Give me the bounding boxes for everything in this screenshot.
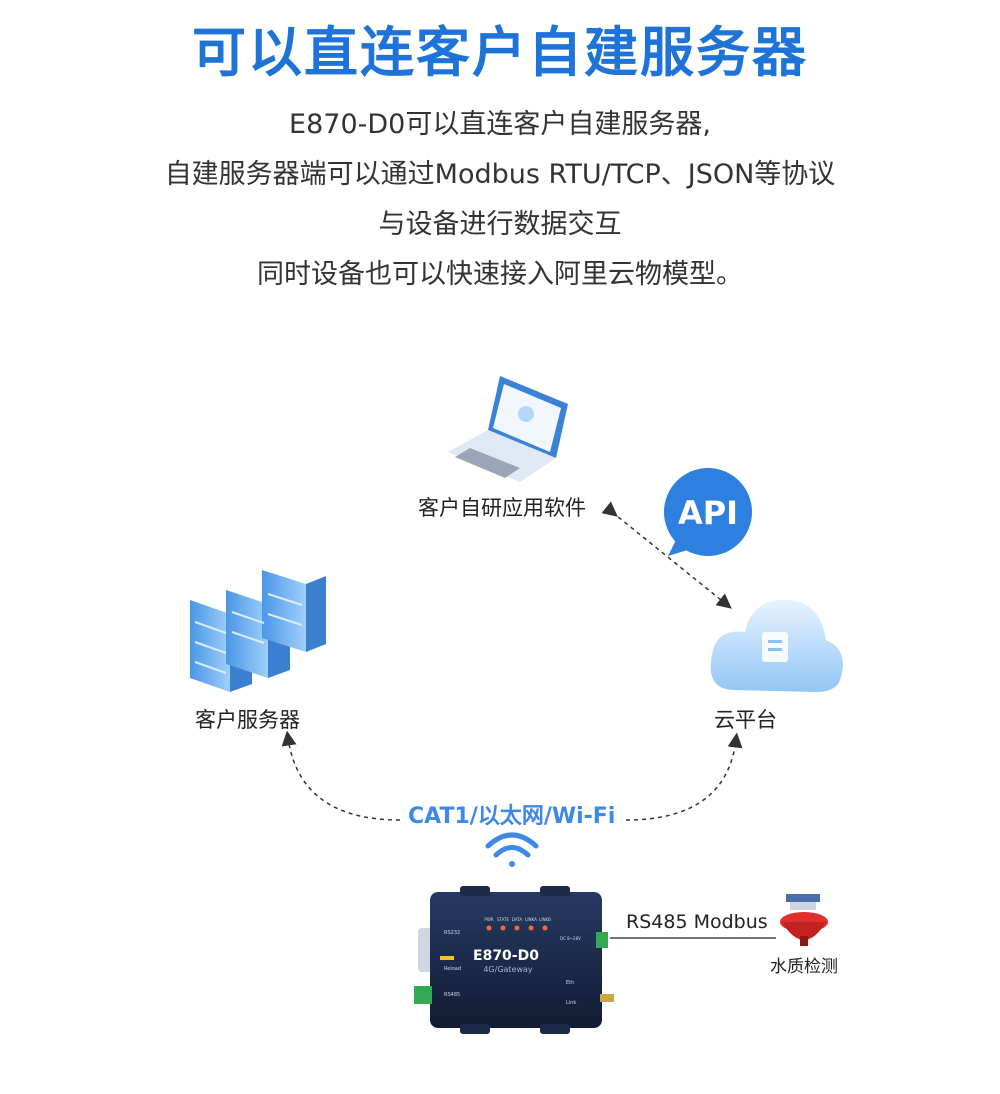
laptop-icon: [448, 376, 568, 482]
network-link-label: CAT1/以太网/Wi-Fi: [408, 804, 616, 829]
port-label: Eth: [566, 980, 574, 986]
cloud-icon: [710, 599, 843, 692]
led-label: LINKA: [525, 917, 537, 922]
water-quality-sensor-icon: [780, 894, 828, 946]
link-device-cloud: [625, 732, 743, 821]
port-label: Reload: [444, 966, 461, 972]
port-label: RS485: [444, 992, 460, 998]
device-subtitle: 4G/Gateway: [483, 965, 533, 974]
description-line-1: E870-D0可以直连客户自建服务器,: [289, 109, 711, 140]
led-label: DATA: [512, 917, 523, 922]
cloud-label: 云平台: [714, 708, 777, 732]
server-rack-icon: [190, 570, 326, 692]
wifi-icon: [485, 832, 539, 867]
page-title: 可以直连客户自建服务器: [192, 21, 808, 84]
link-device-server: [281, 730, 401, 821]
rs485-label: RS485 Modbus: [626, 911, 768, 933]
description-line-2: 自建服务器端可以通过Modbus RTU/TCP、JSON等协议: [164, 159, 836, 190]
sensor-label: 水质检测: [770, 957, 838, 977]
port-label: RS232: [444, 930, 460, 936]
gateway-device: [414, 886, 614, 1034]
description-line-4: 同时设备也可以快速接入阿里云物模型。: [257, 259, 743, 290]
software-label: 客户自研应用软件: [418, 496, 586, 520]
led-label: PWR: [484, 917, 493, 922]
port-label: Link: [566, 1000, 576, 1006]
led-label: LINKB: [539, 917, 551, 922]
api-label: API: [678, 494, 738, 532]
description: E870-D0可以直连客户自建服务器, 自建服务器端可以通过Modbus RTU…: [0, 100, 1000, 300]
led-label: STATE: [497, 917, 510, 922]
port-label: DC 8~28V: [560, 936, 581, 941]
server-label: 客户服务器: [195, 708, 300, 732]
device-model: E870-D0: [473, 948, 539, 964]
link-software-cloud: [601, 501, 732, 609]
description-line-3: 与设备进行数据交互: [378, 209, 622, 240]
